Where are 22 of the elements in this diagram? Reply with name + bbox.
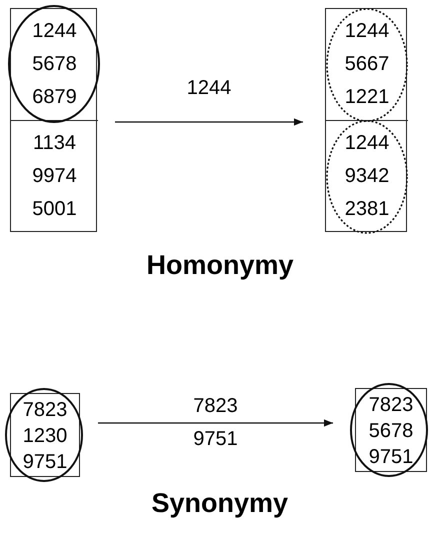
diagram-heading: Synonymy (152, 488, 288, 519)
diagram-heading: Homonymy (146, 250, 294, 281)
arrow (98, 419, 333, 427)
number-text: 1134 (32, 131, 77, 156)
number-text: 5678 (31, 52, 78, 77)
number-text: 5001 (31, 197, 78, 222)
arrow (115, 118, 303, 126)
number-text: 1230 (22, 424, 68, 449)
number-text: 1221 (344, 85, 390, 110)
number-text: 7823 (368, 393, 414, 418)
number-text: 5667 (344, 52, 390, 77)
number-text: 9751 (22, 450, 68, 475)
edge-label: 1244 (186, 76, 232, 101)
number-text: 9751 (368, 445, 414, 470)
edge-label: 7823 9751 (192, 394, 239, 452)
number-text: 7823 (22, 398, 68, 423)
number-text: 1244 (31, 19, 78, 44)
number-text: 5678 (368, 419, 414, 444)
number-text: 9974 (31, 164, 78, 189)
record-column (10, 8, 97, 232)
number-text: 1244 (344, 19, 390, 44)
number-text: 6879 (31, 85, 78, 110)
